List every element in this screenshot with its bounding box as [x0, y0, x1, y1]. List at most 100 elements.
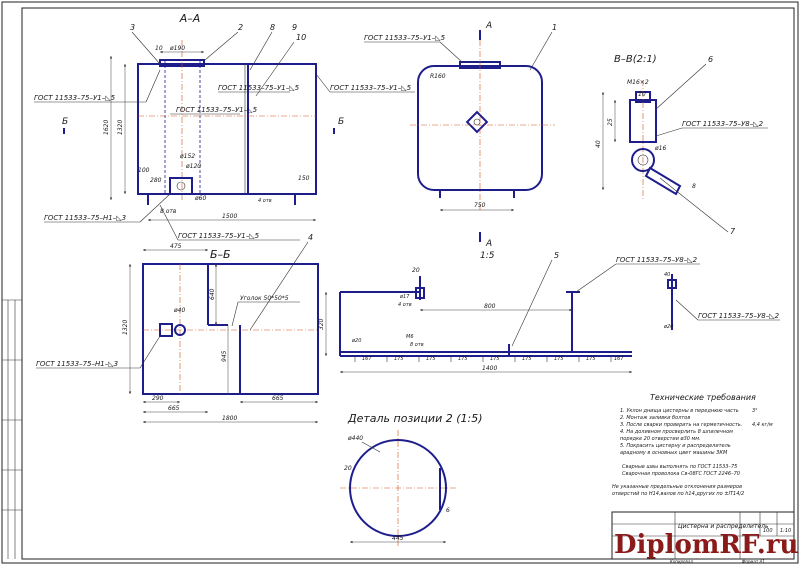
- view-vv: В–В(2:1) М16×2 10 25 40 ø16 8 6 ГОСТ 115…: [595, 54, 768, 236]
- drawing-label: 3°: [752, 408, 758, 414]
- drawing-label: 1320: [117, 120, 124, 135]
- drawing-label: 2. Монтаж заливки болтов: [620, 415, 690, 421]
- drawing-label: 8 отв: [160, 208, 177, 215]
- drawing-label: 6: [446, 507, 450, 514]
- drawing-label: ø17: [399, 294, 410, 300]
- drawing-label: 40: [664, 272, 670, 278]
- drawing-label: порядке 20 отверстии ø30 мм.: [620, 436, 701, 442]
- drawing-label: 320: [318, 318, 325, 330]
- view-bb-title: Б–Б: [210, 248, 231, 261]
- front-hatch: [465, 110, 489, 134]
- drawing-label: ø190: [169, 45, 185, 52]
- drawing-label: R160: [430, 73, 446, 80]
- drawing-label: Не указанные предельные отклонения разме…: [612, 484, 742, 490]
- view-aa-title: А–А: [179, 12, 201, 25]
- tech-heading: Технические требования: [650, 393, 756, 402]
- drawing-label: 10: [296, 33, 306, 42]
- weld-label-5: ГОСТ 11533–75–У1–◺5: [330, 84, 412, 92]
- tech-requirements: Технические требования 1. Уклон днища ци…: [612, 393, 773, 497]
- weld-label-side: ГОСТ 11533–75–У8–◺2: [698, 312, 780, 320]
- view-vv-title: В–В(2:1): [614, 54, 657, 65]
- drawing-label: 1500: [222, 213, 237, 220]
- ball-joint: [631, 148, 655, 172]
- drawing-label: 445: [392, 535, 404, 542]
- nozzle-row: [354, 356, 612, 362]
- view-aa: А–А 1620 1320 10 ø190 100 280 ø152 ø120 …: [34, 12, 415, 241]
- drawing-label: Сварные швы выполнять по ГОСТ 11533–75: [622, 464, 737, 470]
- section-a-scale: 1:5: [480, 251, 495, 261]
- drawing-label: 4. На доливном просверлить 8 шпилечном: [620, 429, 733, 435]
- drawing-label: 9: [292, 23, 297, 32]
- title-block: Цистерна и распределитель 100 1:10 Копир…: [611, 511, 795, 564]
- drawing-label: 175: [394, 356, 404, 362]
- drawing-label: 10: [638, 91, 646, 98]
- drawing-label: М16×2: [627, 79, 649, 86]
- drawing-label: 665: [168, 405, 180, 412]
- drawing-label: 25: [607, 118, 614, 126]
- drawing-label: ø120: [185, 163, 201, 170]
- drawing-label: 640: [209, 288, 216, 300]
- weld-label-bb: ГОСТ 11533–75–Н1–◺3: [36, 360, 118, 368]
- section-mark-b-right: Б: [338, 117, 344, 127]
- rivet-note: 4 отв: [258, 198, 272, 204]
- drawing-label: 10: [155, 45, 163, 52]
- drawing-label: 4: [308, 233, 313, 242]
- inner-frame: [21, 7, 795, 560]
- drawing-label: ø152: [179, 153, 195, 160]
- view-detail-2: Деталь позиции 2 (1:5) ø440 20 6 445: [340, 412, 483, 546]
- drawing-label: 175: [426, 356, 436, 362]
- weld-label-front: ГОСТ 11533–75–У1–◺5: [364, 34, 446, 42]
- drawing-label: 3. После сварки проверить на герметичнос…: [620, 422, 742, 428]
- weld-label-3: ГОСТ 11533–75–У1–◺5: [218, 84, 300, 92]
- drawing-label: 175: [586, 356, 596, 362]
- drawing-label: 1. Уклон днища цистерны в переднюю часть: [620, 408, 739, 414]
- drawing-label: 20: [344, 465, 352, 472]
- nozzle: [644, 166, 682, 196]
- drawing-label: арадному в основных цвет машины ЗКМ: [620, 450, 728, 456]
- drawing-label: 8: [692, 183, 696, 190]
- drawing-label: 4,4 кг/м: [752, 422, 773, 428]
- drawing-label: 100: [138, 167, 150, 174]
- weld-label-6: ГОСТ 11533–75–У1–◺5: [178, 232, 260, 240]
- drawing-label: 665: [272, 395, 284, 402]
- drawing-label: 167: [614, 356, 624, 362]
- left-strip: [2, 299, 22, 559]
- drawing-label: ø16: [654, 145, 666, 152]
- drawing-label: 7: [730, 227, 736, 236]
- drawing-label: 750: [474, 202, 486, 209]
- drawing-label: 175: [490, 356, 500, 362]
- drawing-label: ø20: [663, 324, 673, 330]
- drawing-label: 167: [362, 356, 372, 362]
- section-mark-a-bottom: А: [485, 239, 492, 249]
- drawing-label: 1620: [103, 120, 110, 135]
- section-mark-b-left: Б: [62, 117, 68, 127]
- drawing-label: Сварочная проволока Св-08ГС ГОСТ 2246–70: [622, 471, 740, 477]
- drawing-label: 150: [298, 175, 310, 182]
- section-mark-a-top: А: [485, 21, 492, 31]
- tank-plan: [142, 263, 319, 395]
- drawing-label: 40: [595, 140, 602, 148]
- tank-body-aa: [137, 63, 317, 195]
- drawing-label: 1400: [482, 365, 497, 372]
- drawing-label: 175: [522, 356, 532, 362]
- drawing-label: 1800: [222, 415, 237, 422]
- drawing-label: ø40: [173, 307, 185, 314]
- spacing-dims: 167 175 175 175 175 175 175 175 167: [362, 356, 624, 362]
- drawing-label: 175: [458, 356, 468, 362]
- outlet-valve: [169, 177, 193, 195]
- drawing-label: Уголок 50*50*5: [240, 295, 289, 302]
- drawing-label: 800: [484, 303, 496, 310]
- view-bb: Б–Б 475 1320 640 ø40 Уголок 50*50*5 945 …: [36, 233, 319, 424]
- drawing-label: 945: [221, 350, 228, 362]
- weld-label-1: ГОСТ 11533–75–У1–◺5: [34, 94, 116, 102]
- drawing-label: 475: [170, 243, 182, 250]
- drawing-label: 1: [552, 23, 557, 32]
- drawing-label: 2: [238, 23, 243, 32]
- drawing-label: 6: [708, 55, 713, 64]
- drawing-label: 1320: [122, 320, 129, 335]
- drawing-label: 8 отв: [410, 342, 424, 348]
- weld-label-vv: ГОСТ 11533–75–У8–◺2: [682, 120, 764, 128]
- drawing-label: 175: [554, 356, 564, 362]
